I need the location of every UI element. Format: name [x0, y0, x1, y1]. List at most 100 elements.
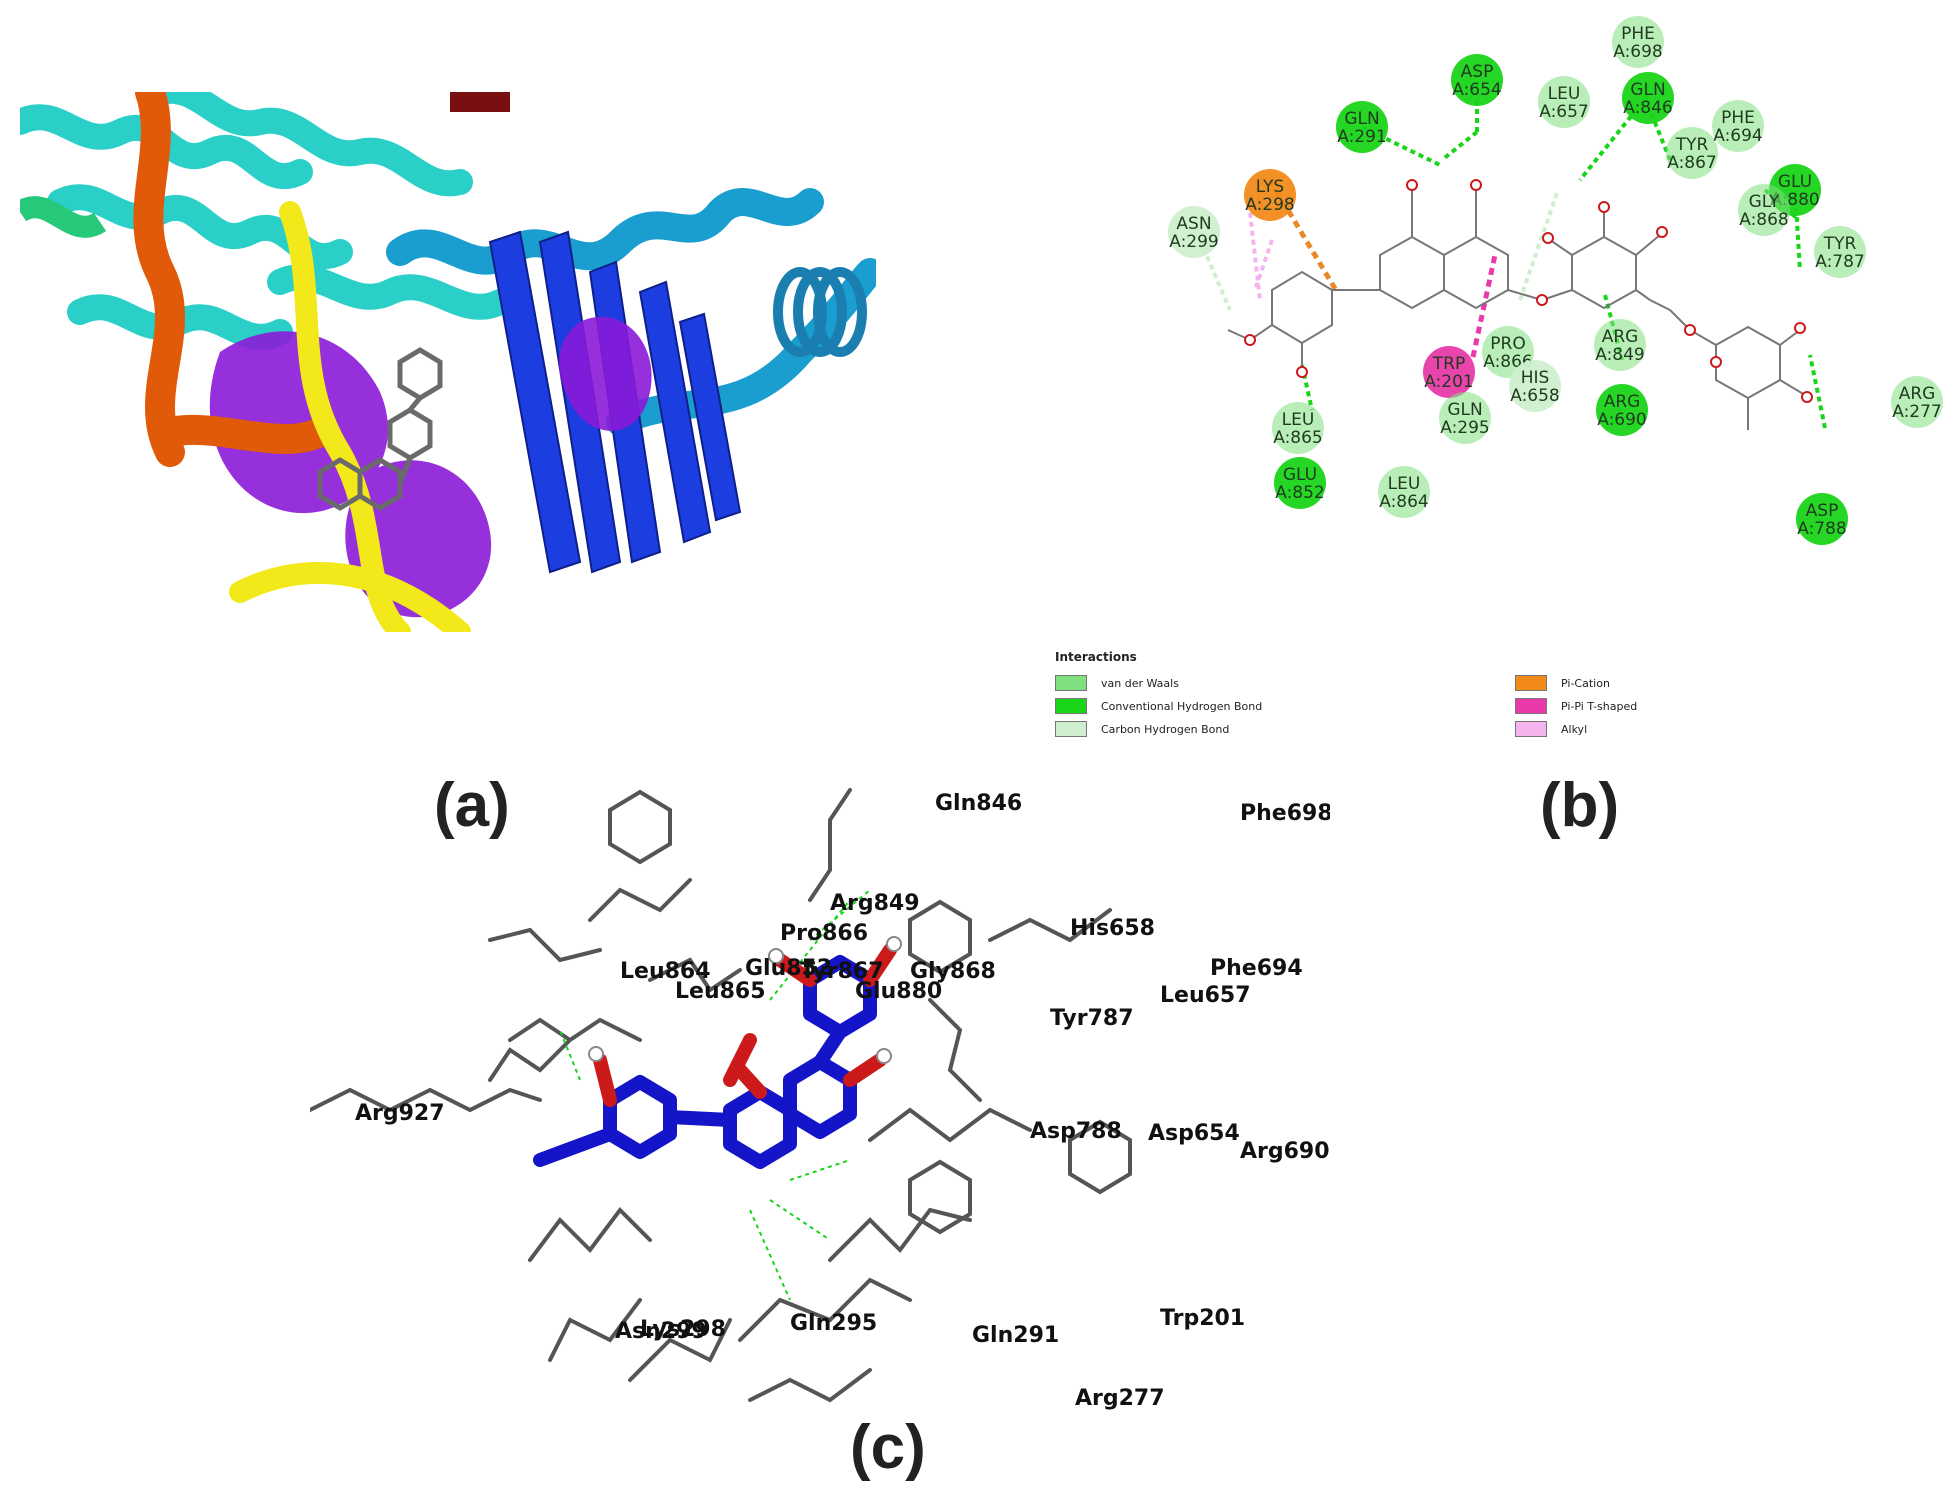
- residue-name: GLN: [1630, 80, 1665, 100]
- residue-label-tyr787: Tyr787: [1050, 1006, 1134, 1031]
- ligand-oxygen-atoms: [1244, 179, 1813, 403]
- residue-number: A:787: [1815, 252, 1865, 272]
- residue-name: GLU: [1283, 465, 1317, 485]
- legend-item-alkyl: Alkyl: [1515, 720, 1587, 738]
- residue-circle: [1891, 376, 1943, 428]
- residue-circle: [1168, 206, 1220, 258]
- residue-label-leu657: Leu657: [1160, 983, 1251, 1008]
- residue-circle: [1509, 360, 1561, 412]
- aromatic-rings: [608, 789, 1132, 1235]
- ligand-2d-structure: [1227, 190, 1806, 430]
- residue-circle: [1423, 346, 1475, 398]
- ligand-thick-sticks: [533, 943, 897, 1169]
- legend-swatch: [1515, 698, 1547, 714]
- residue-label-his658: His658: [1070, 916, 1155, 941]
- residue-name: PHE: [1721, 108, 1755, 128]
- legend-item-pication: Pi-Cation: [1515, 674, 1610, 692]
- residue-name: ARG: [1602, 327, 1639, 347]
- residue-circle: [1596, 384, 1648, 436]
- ribbon-darkred-fragment: [450, 92, 510, 112]
- residue-number: A:657: [1539, 102, 1589, 122]
- residue-label-asn299: Asn299: [615, 1319, 707, 1344]
- residue-label-leu865: Leu865: [675, 979, 766, 1004]
- residue-name: PRO: [1490, 334, 1525, 354]
- residue-label-gln295: Gln295: [790, 1311, 877, 1336]
- residue-label-leu864: Leu864: [620, 959, 711, 984]
- legend-item-hbond: Conventional Hydrogen Bond: [1055, 697, 1262, 715]
- ring-b: [1443, 235, 1509, 310]
- protein-ribbon-image: [20, 92, 876, 632]
- ring-c: [1379, 235, 1445, 310]
- residue-circle: [1274, 457, 1326, 509]
- residue-circle: [1378, 466, 1430, 518]
- residue-name: TRP: [1432, 354, 1465, 374]
- panel-label-a: (a): [434, 771, 510, 840]
- residue-number: A:846: [1623, 98, 1673, 118]
- residue-label-phe694: Phe694: [1210, 956, 1303, 981]
- ribbon-coil-ring: [773, 267, 867, 357]
- rhamnose-ring: [1715, 325, 1781, 400]
- residue-circle: [1622, 72, 1674, 124]
- residue-label-glu852: Glu852: [745, 956, 832, 981]
- residue-label-glu880: Glu880: [855, 979, 942, 1004]
- residue-label-gly868: Gly868: [910, 959, 996, 984]
- residue-name: GLY: [1749, 192, 1780, 212]
- residue-label-arg690: Arg690: [1240, 1139, 1330, 1164]
- residue-number: A:694: [1713, 126, 1763, 146]
- residue-number: A:849: [1595, 345, 1645, 365]
- residue-circle: [1538, 76, 1590, 128]
- residue-number: A:865: [1273, 428, 1323, 448]
- residue-number: A:698: [1613, 42, 1663, 62]
- residue-number: A:298: [1245, 195, 1295, 215]
- residue-number: A:277: [1892, 402, 1942, 422]
- residue-name: ARG: [1604, 392, 1641, 412]
- residue-name: TYR: [1675, 135, 1709, 155]
- legend-label: Carbon Hydrogen Bond: [1101, 722, 1230, 736]
- residue-circle: [1712, 100, 1764, 152]
- residue-label-asp788: Asp788: [1030, 1119, 1122, 1144]
- residue-name: HIS: [1521, 368, 1550, 388]
- residue-label-phe698: Phe698: [1240, 801, 1330, 826]
- residue-circle: [1594, 319, 1646, 371]
- legend-label: Conventional Hydrogen Bond: [1101, 699, 1263, 713]
- legend-item-vdw: van der Waals: [1055, 674, 1179, 692]
- residue-label-pro866: Pro866: [780, 921, 868, 946]
- legend-swatch: [1055, 675, 1087, 691]
- legend-swatch: [1055, 698, 1087, 714]
- legend-label: Alkyl: [1561, 722, 1588, 736]
- residue-circle: [1272, 402, 1324, 454]
- residue-circle: [1814, 226, 1866, 278]
- residue-name: LYS: [1256, 177, 1284, 197]
- ribbon-yellow-strand: [229, 201, 471, 632]
- hydrogen-bond-lines: [559, 889, 871, 1301]
- residue-number: A:654: [1452, 80, 1502, 100]
- residue-number: A:867: [1667, 153, 1717, 173]
- residue-number: A:291: [1337, 127, 1387, 147]
- panel-label-c: (c): [850, 1413, 926, 1482]
- hydrogen-atoms: [588, 936, 902, 1064]
- legend-label: van der Waals: [1101, 676, 1179, 690]
- residue-circle: [1336, 101, 1388, 153]
- residue-number: A:690: [1597, 410, 1647, 430]
- residue-circle: [1451, 54, 1503, 106]
- residue-name: ARG: [1899, 384, 1936, 404]
- residue-circle: [1612, 16, 1664, 68]
